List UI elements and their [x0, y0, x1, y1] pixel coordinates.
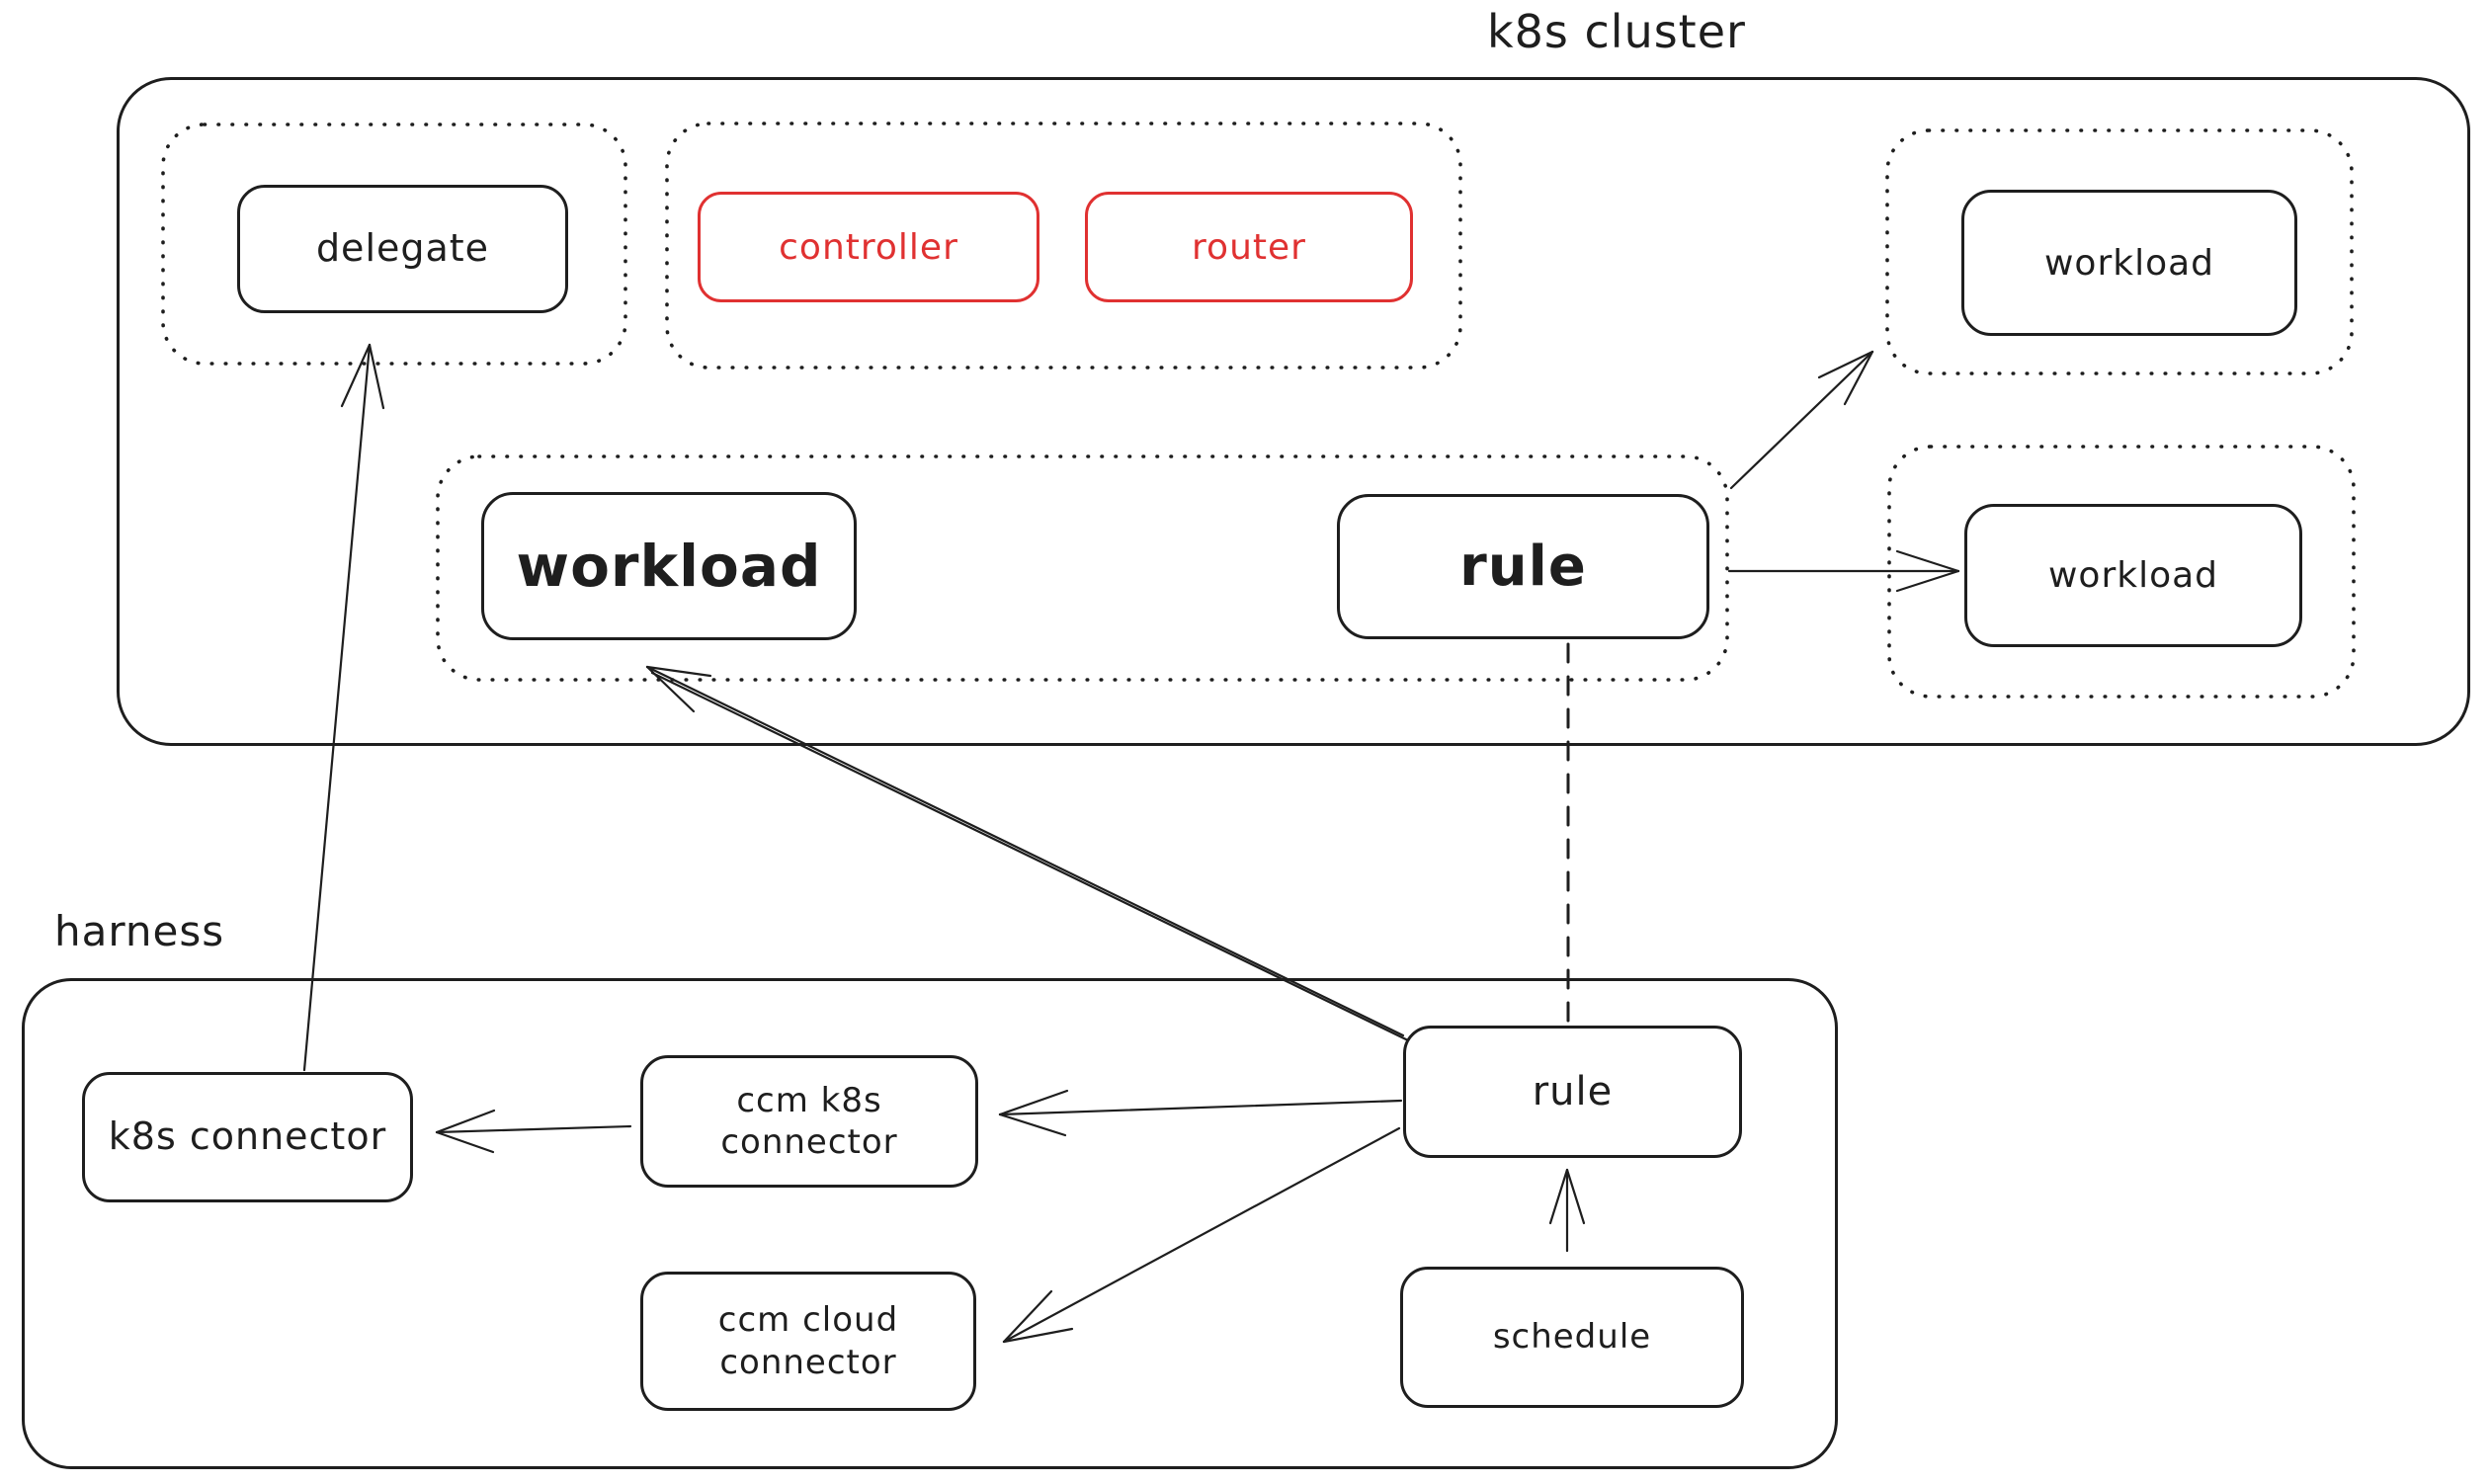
workload-rule-region-outline — [436, 454, 1729, 682]
arrow-schedule-to-rule-harness — [1548, 1168, 1586, 1253]
harness-container — [22, 978, 1838, 1469]
node-schedule: schedule — [1400, 1267, 1744, 1408]
node-k8s-connector: k8s connector — [82, 1072, 413, 1202]
arrow-ccm-k8s-connector-to-k8s-connector — [435, 1109, 632, 1154]
node-rule-harness: rule — [1403, 1026, 1742, 1158]
arrow-rule-cluster-to-workload-mid-right — [1727, 549, 1960, 593]
k8s-cluster-container — [117, 77, 2470, 746]
arrow-rule-harness-to-ccm-k8s-connector — [998, 1089, 1403, 1137]
node-router: router — [1085, 192, 1413, 302]
arrow-rule-harness-to-ccm-cloud-connector — [1002, 1126, 1401, 1344]
harness-label: harness — [54, 907, 225, 955]
node-controller: controller — [698, 192, 1039, 302]
node-delegate: delegate — [237, 185, 568, 313]
delegate-region-outline — [161, 123, 627, 366]
node-workload-top-right: workload — [1961, 190, 2297, 336]
node-workload-main: workload — [481, 492, 857, 640]
arrow-rule-cluster-to-workload-top-right — [1729, 350, 1874, 490]
node-workload-mid-right: workload — [1964, 504, 2302, 647]
node-ccm-cloud-connector: ccm cloud connector — [640, 1272, 976, 1411]
k8s-cluster-label: k8s cluster — [1487, 5, 1746, 58]
node-rule-cluster: rule — [1337, 494, 1709, 639]
workload-region-top-right-outline — [1885, 128, 2354, 375]
control-plane-region-outline — [665, 122, 1462, 370]
arrow-k8s-connector-to-delegate — [302, 343, 385, 1072]
node-ccm-k8s-connector: ccm k8s connector — [640, 1055, 978, 1188]
